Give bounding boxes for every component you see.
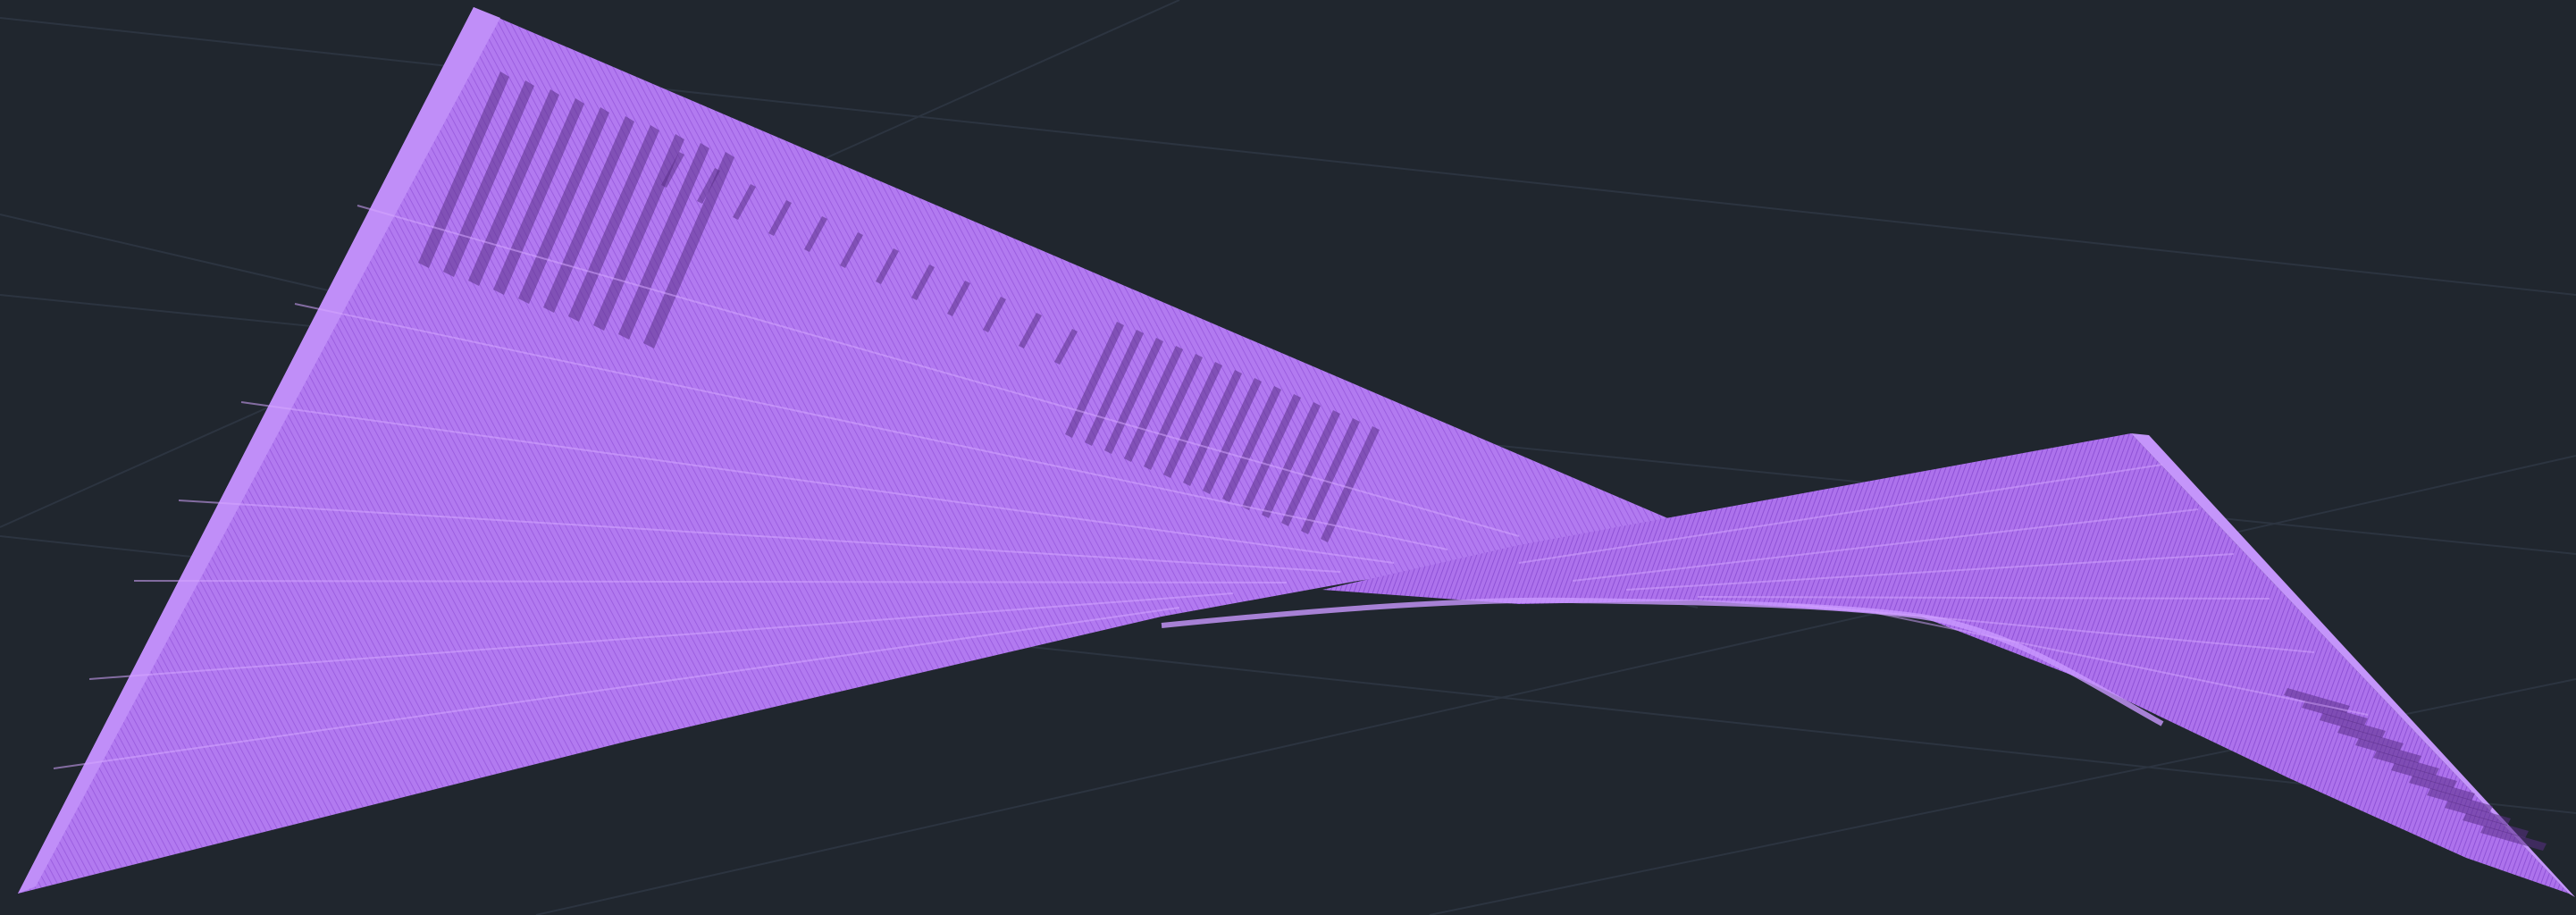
shading-streak: [983, 297, 1006, 332]
surface-shading-right: [2284, 688, 2547, 851]
shading-streak: [593, 134, 684, 331]
surface-shading-left: [418, 71, 1380, 542]
shading-streak: [643, 152, 734, 348]
shading-streak: [768, 200, 792, 236]
shading-streak: [2302, 701, 2368, 726]
surface-left-edge: [18, 7, 500, 894]
surface-right-edge: [2131, 433, 2575, 897]
shading-streak: [468, 89, 559, 286]
surface-ruling-lines: [53, 205, 2369, 769]
shading-streak: [1321, 426, 1380, 542]
shading-streak: [733, 184, 756, 220]
shading-streak: [947, 281, 970, 316]
ruling-line: [53, 607, 1180, 769]
shading-streak: [443, 80, 534, 277]
shading-streak: [1124, 346, 1183, 462]
shading-streak: [2445, 801, 2511, 826]
ruling-line: [88, 592, 1234, 680]
shading-streak: [2427, 788, 2493, 813]
shading-streak: [618, 143, 709, 340]
ruling-line: [294, 303, 1448, 550]
ruling-line: [1625, 553, 2235, 591]
shading-streak: [876, 248, 899, 284]
shading-streak: [1301, 418, 1360, 534]
shading-streak: [1242, 394, 1301, 510]
shading-streak: [2373, 751, 2439, 776]
ruling-line: [357, 205, 1520, 537]
shading-streak: [2391, 763, 2457, 788]
shading-streak: [1144, 354, 1203, 470]
shading-streak: [1203, 378, 1262, 494]
ruling-line: [1786, 603, 2315, 653]
shading-streak: [804, 216, 827, 252]
shading-streak: [1054, 329, 1078, 365]
shading-streak: [840, 232, 863, 268]
ruling-line: [1518, 464, 2163, 564]
shading-streak: [661, 152, 684, 188]
twisted-surface[interactable]: [18, 7, 2575, 897]
surface-right-lobe[interactable]: [1322, 433, 2569, 894]
shading-streak: [1281, 410, 1340, 526]
shading-streak: [911, 264, 935, 300]
ruling-line: [178, 499, 1341, 573]
ruling-line: [1697, 596, 2270, 600]
ruling-line: [1572, 508, 2199, 582]
ruling-line: [1875, 612, 2369, 716]
ruling-line: [240, 401, 1395, 564]
shading-streak: [2355, 738, 2421, 763]
shading-streak: [1019, 313, 1042, 348]
shading-streak: [2337, 726, 2404, 751]
shading-streak: [2320, 713, 2386, 738]
shading-streak: [493, 98, 584, 295]
shading-streak: [1262, 402, 1321, 518]
shading-streak: [518, 107, 609, 304]
ruling-line: [133, 580, 1288, 583]
shading-streak: [418, 71, 509, 268]
shading-streak: [1183, 370, 1242, 486]
shading-streak: [2409, 776, 2475, 801]
shading-streak: [1222, 386, 1281, 502]
shading-streak: [1065, 322, 1124, 438]
shading-streak: [697, 168, 720, 204]
shading-streak: [543, 116, 634, 313]
surface-fold-curve: [1161, 597, 2164, 726]
shading-streak: [1104, 338, 1163, 454]
shading-streak: [2480, 826, 2547, 851]
shading-streak: [1163, 362, 1222, 478]
grid-line: [0, 17, 2576, 296]
shading-streak: [2463, 813, 2529, 838]
